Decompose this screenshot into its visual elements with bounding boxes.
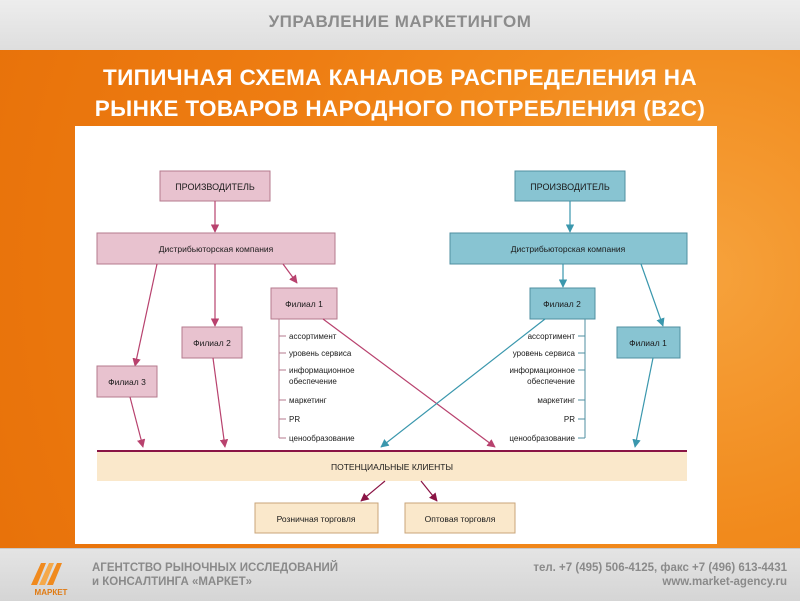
right-distributor-to-branch1-arrow xyxy=(640,263,665,327)
right-producer-label: ПРОИЗВОДИТЕЛЬ xyxy=(530,182,610,192)
left-branch1-box xyxy=(270,287,338,320)
wholesale-box xyxy=(404,502,516,534)
left-producer-box xyxy=(159,170,271,202)
right-branch1-box xyxy=(616,326,681,359)
left-distributor-label: Дистрибьюторская компания xyxy=(159,244,274,254)
website-link[interactable]: www.market-agency.ru xyxy=(662,576,787,588)
diagram-panel: ПРОИЗВОДИТЕЛЬ Дистрибьюторская компания … xyxy=(75,126,717,544)
clients-box xyxy=(97,451,687,481)
right-functions-list: ассортимент уровень сервиса информационн… xyxy=(509,332,585,443)
right-function-support: обеспечение xyxy=(527,377,575,386)
right-function-marketing: маркетинг xyxy=(537,396,575,405)
left-function-support: обеспечение xyxy=(289,377,337,386)
left-function-pricing: ценообразование xyxy=(289,434,355,443)
left-branch2-label: Филиал 2 xyxy=(193,338,231,348)
clients-to-retail-arrow xyxy=(360,480,386,502)
left-function-pr: PR xyxy=(289,415,300,424)
left-function-assortment: ассортимент xyxy=(289,332,337,341)
header-title: УПРАВЛЕНИЕ МАРКЕТИНГОМ xyxy=(268,12,532,31)
wholesale-label: Оптовая торговля xyxy=(425,514,496,524)
right-function-assortment: ассортимент xyxy=(528,332,576,341)
retail-box xyxy=(254,502,379,534)
right-branch2-to-clients-cross-arrow xyxy=(380,318,546,448)
left-function-service-level: уровень сервиса xyxy=(289,349,352,358)
left-branch2-box xyxy=(181,326,243,359)
left-branch1-label: Филиал 1 xyxy=(285,299,323,309)
header-bar: УПРАВЛЕНИЕ МАРКЕТИНГОМ xyxy=(0,0,800,50)
left-function-marketing: маркетинг xyxy=(289,396,327,405)
left-branch3-box xyxy=(96,365,158,398)
left-branch2-to-clients-arrow xyxy=(212,357,229,448)
right-distributor-box xyxy=(449,232,688,265)
contacts: тел. +7 (495) 506-4125, факс +7 (496) 61… xyxy=(533,561,787,589)
left-function-info: информационное xyxy=(289,366,355,375)
right-function-pricing: ценообразование xyxy=(509,434,575,443)
slide-title: ТИПИЧНАЯ СХЕМА КАНАЛОВ РАСПРЕДЕЛЕНИЯ НА … xyxy=(0,62,800,124)
slide-title-line1: ТИПИЧНАЯ СХЕМА КАНАЛОВ РАСПРЕДЕЛЕНИЯ НА xyxy=(102,65,698,90)
footer-bar: МАРКЕТ АГЕНТСТВО РЫНОЧНЫХ ИССЛЕДОВАНИЙ и… xyxy=(0,548,800,601)
right-branch2-box xyxy=(529,287,596,320)
right-branch1-label: Филиал 1 xyxy=(629,338,667,348)
left-distributor-to-branch3-arrow xyxy=(132,263,158,367)
right-function-info: информационное xyxy=(509,366,575,375)
right-distributor-label: Дистрибьюторская компания xyxy=(511,244,626,254)
left-branch3-to-clients-arrow xyxy=(129,396,146,448)
phone-fax: тел. +7 (495) 506-4125, факс +7 (496) 61… xyxy=(533,562,787,574)
right-function-service-level: уровень сервиса xyxy=(513,349,576,358)
agency-line2: и КОНСАЛТИНГА «МАРКЕТ» xyxy=(92,576,253,588)
market-logo-icon: МАРКЕТ xyxy=(31,563,68,597)
left-producer-label: ПРОИЗВОДИТЕЛЬ xyxy=(175,182,255,192)
retail-label: Розничная торговля xyxy=(277,514,356,524)
left-distributor-box xyxy=(96,232,336,265)
right-function-pr: PR xyxy=(564,415,575,424)
clients-to-wholesale-arrow xyxy=(420,480,438,502)
right-branch1-to-clients-arrow xyxy=(632,357,654,448)
left-distributor-to-branch1-arrow xyxy=(282,263,298,284)
agency-name: АГЕНТСТВО РЫНОЧНЫХ ИССЛЕДОВАНИЙ и КОНСАЛ… xyxy=(92,561,338,589)
right-branch2-label: Филиал 2 xyxy=(543,299,581,309)
clients-label: ПОТЕНЦИАЛЬНЫЕ КЛИЕНТЫ xyxy=(331,462,453,472)
left-branch1-to-clients-cross-arrow xyxy=(322,318,496,448)
left-functions-list: ассортимент уровень сервиса информационн… xyxy=(279,332,355,443)
distribution-diagram: ПРОИЗВОДИТЕЛЬ Дистрибьюторская компания … xyxy=(96,170,688,534)
agency-line1: АГЕНТСТВО РЫНОЧНЫХ ИССЛЕДОВАНИЙ xyxy=(92,562,339,574)
slide-title-line2: РЫНКЕ ТОВАРОВ НАРОДНОГО ПОТРЕБЛЕНИЯ (B2C… xyxy=(94,96,706,121)
logo-text: МАРКЕТ xyxy=(35,588,68,597)
left-branch3-label: Филиал 3 xyxy=(108,377,146,387)
